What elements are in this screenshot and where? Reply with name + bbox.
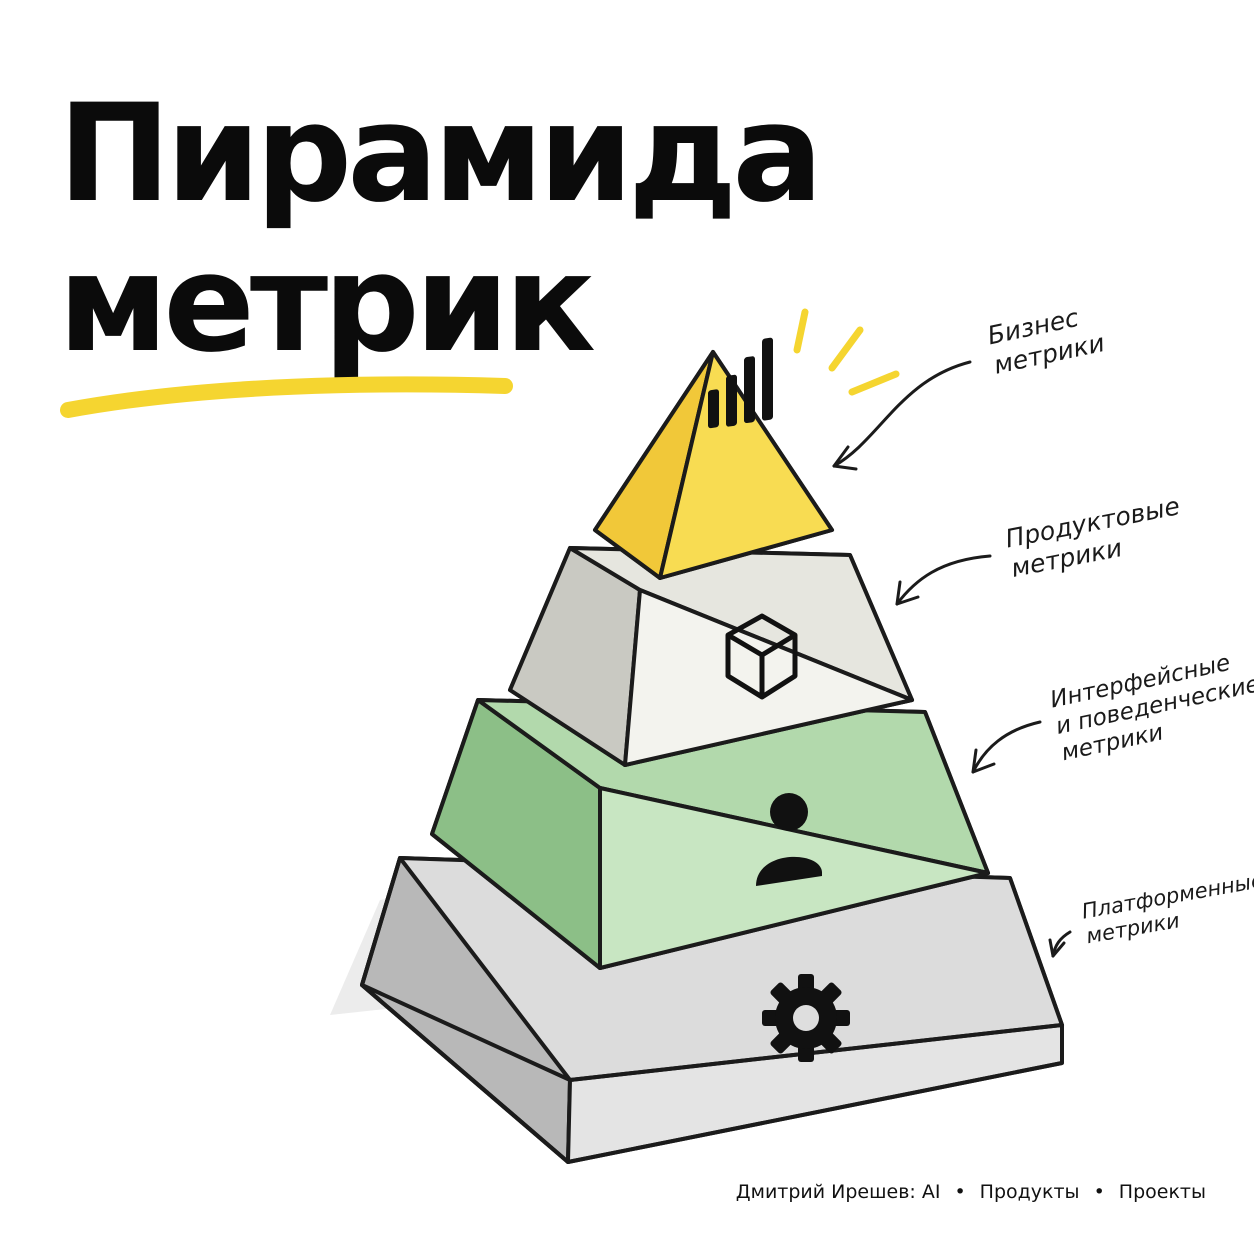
arrow-product xyxy=(895,554,992,606)
arrow-interface xyxy=(971,720,1042,774)
sparkle-lines xyxy=(793,308,900,396)
gear-icon xyxy=(762,974,850,1062)
footer-item-products: Продукты xyxy=(979,1181,1080,1203)
title-line-1: Пирамида xyxy=(58,75,823,232)
footer-credits: Дмитрий Ирешев: AI • Продукты • Проекты xyxy=(736,1181,1206,1203)
bar-chart-icon xyxy=(708,337,773,429)
level-product-block xyxy=(508,546,914,767)
footer-author: Дмитрий Ирешев: AI xyxy=(735,1181,941,1203)
arrow-business xyxy=(832,360,972,468)
title-underline xyxy=(60,376,513,418)
user-icon xyxy=(756,793,822,886)
cube-icon xyxy=(725,613,798,700)
level-platform-block xyxy=(360,856,1064,1164)
footer-separator-1: • xyxy=(954,1181,966,1203)
title-line-2: метрик xyxy=(58,225,596,382)
footer-separator-2: • xyxy=(1093,1181,1105,1203)
arrows xyxy=(832,360,1072,958)
footer-item-projects: Проекты xyxy=(1118,1181,1206,1203)
level-business-block xyxy=(593,350,834,580)
